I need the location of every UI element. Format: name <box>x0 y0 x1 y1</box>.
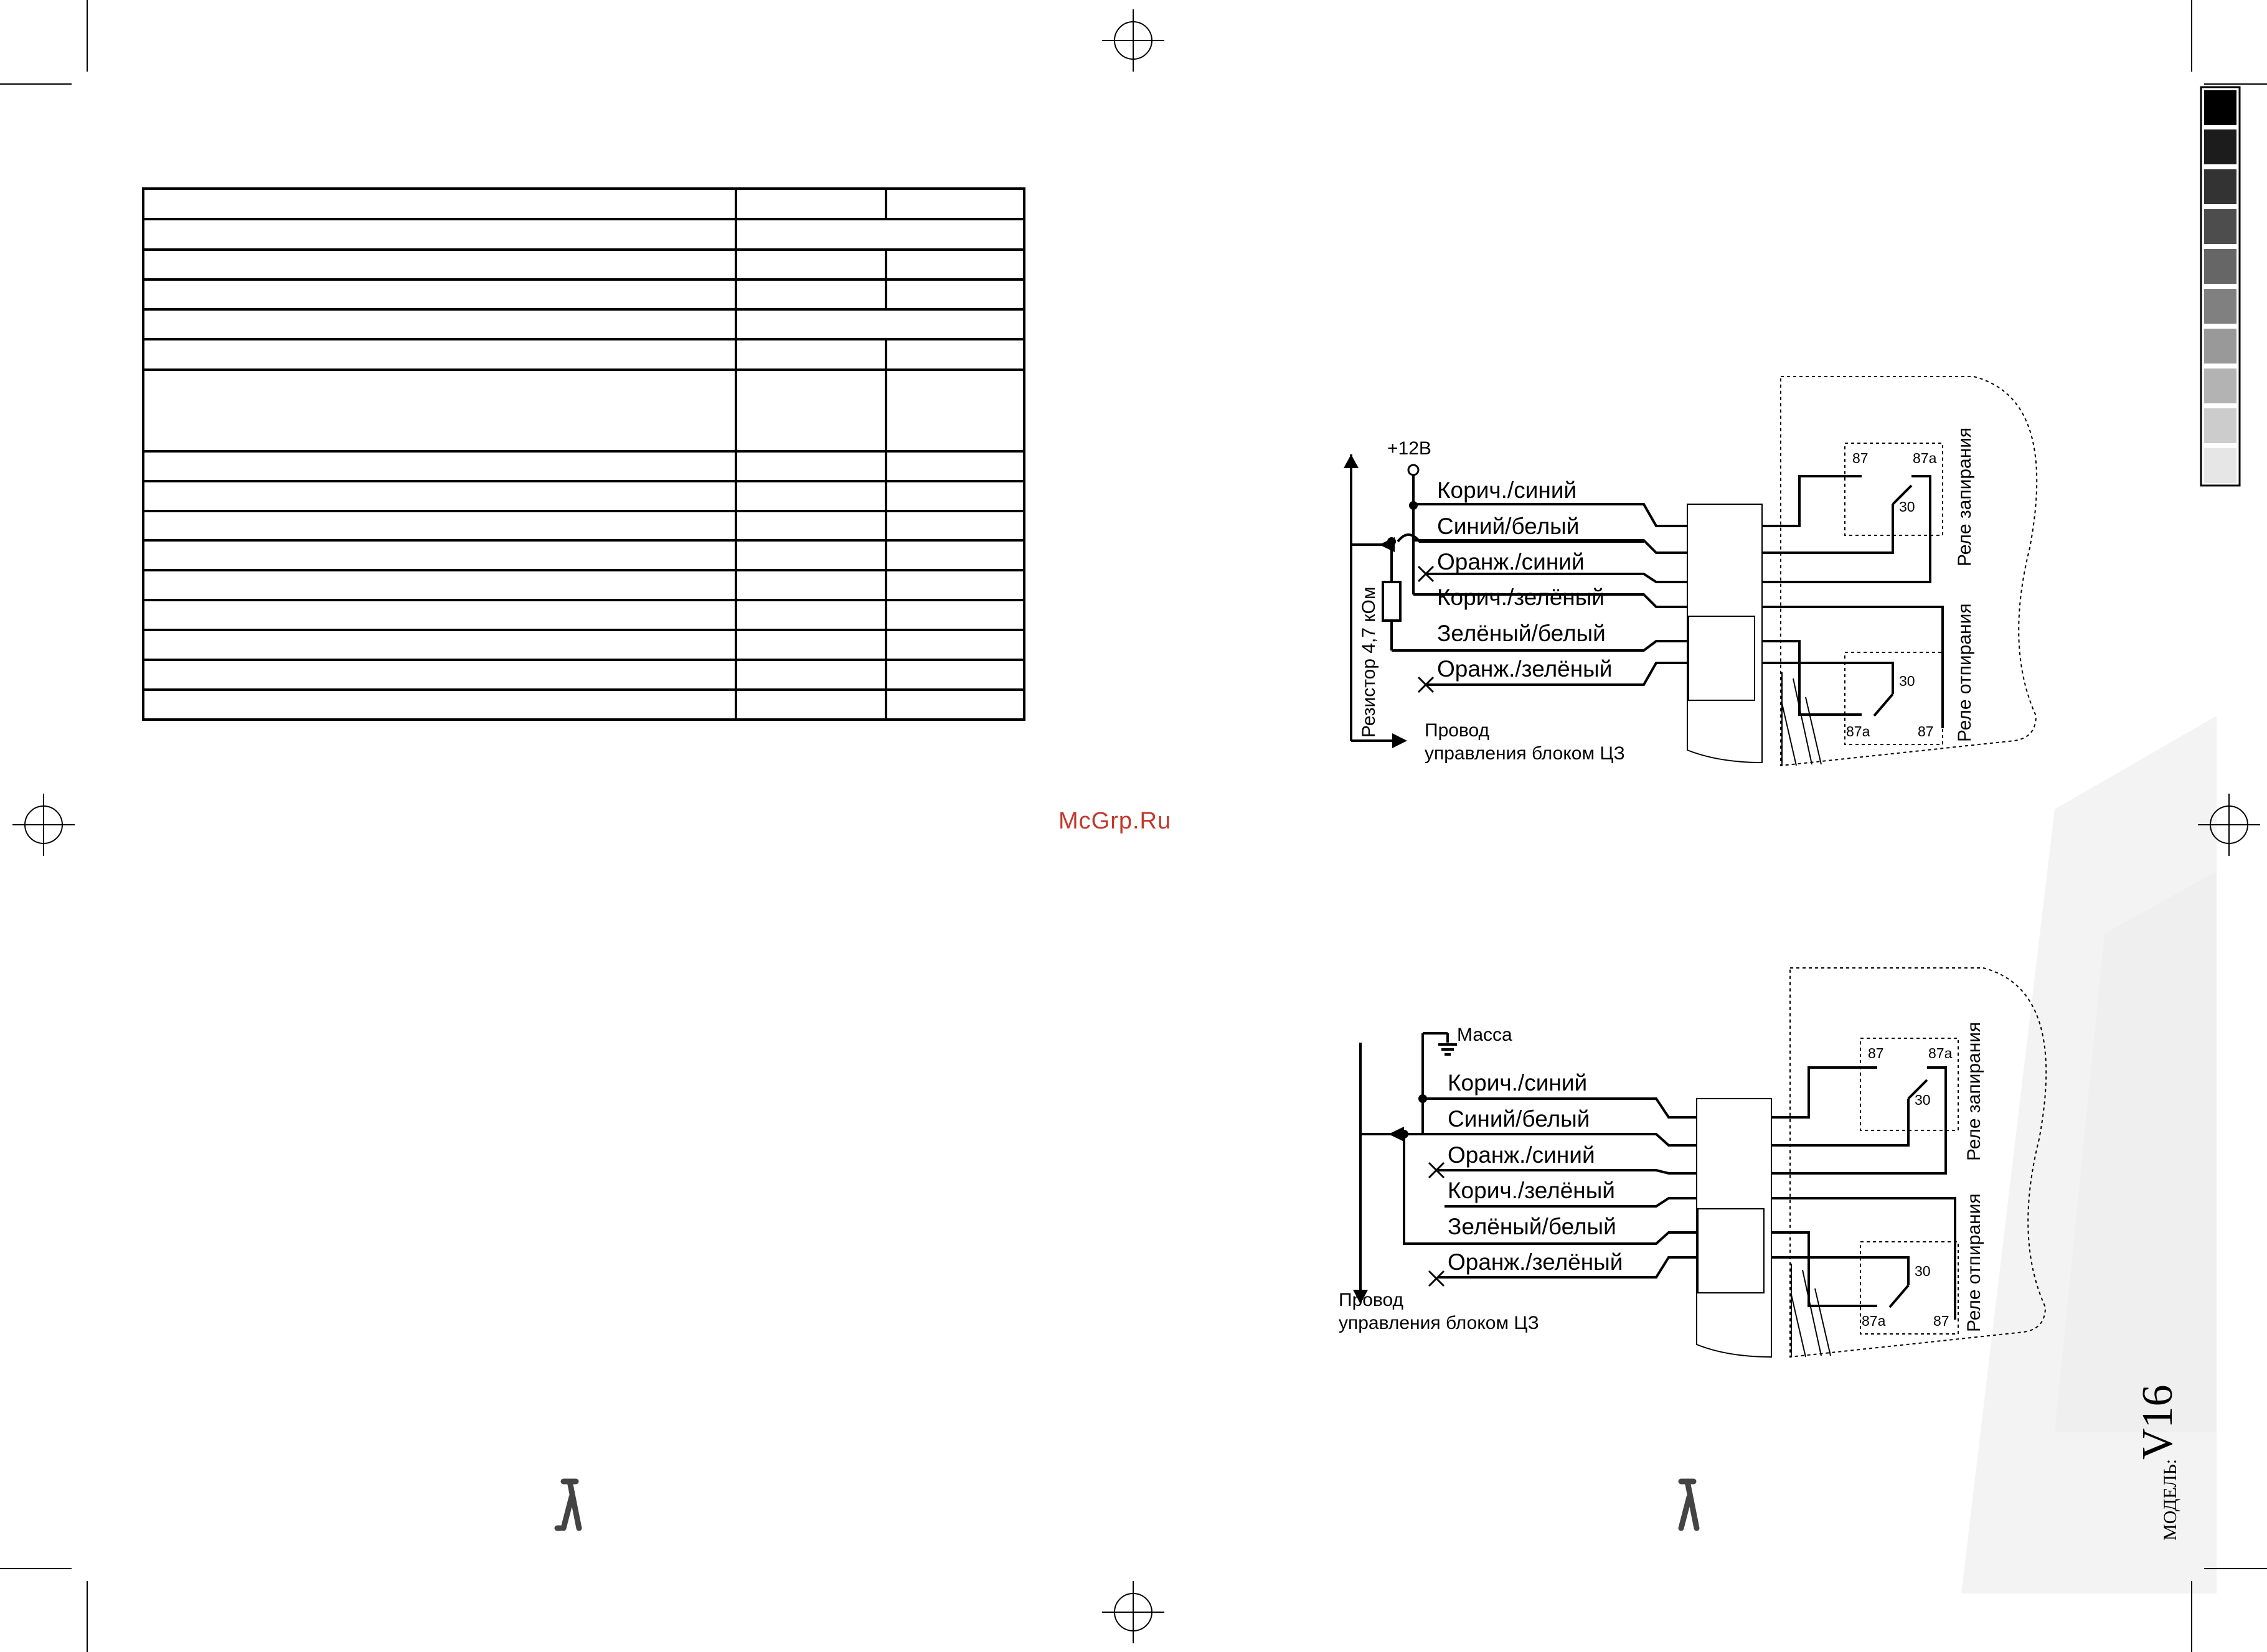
d1-control-label-2: управления блоком ЦЗ <box>1425 743 1625 764</box>
registration-marks <box>12 9 2260 1643</box>
d1-pin-30-top: 30 <box>1899 499 1915 515</box>
d1-wire-1: Корич./синий <box>1437 477 1577 503</box>
d2-pin-87-top: 87 <box>1868 1045 1884 1061</box>
d1-pin-87a-top: 87a <box>1913 450 1937 466</box>
d1-resistor-label: Резистор 4,7 кОм <box>1359 587 1379 738</box>
background-texture <box>1961 716 2217 1593</box>
d2-wire-4: Корич./зелёный <box>1448 1178 1615 1203</box>
wiring-diagram-1: +12В Корич./синий Синий/белый Оранж./син… <box>1344 376 2038 767</box>
d2-control-label-2: управления блоком ЦЗ <box>1339 1313 1539 1333</box>
d2-pin-87a-top: 87a <box>1928 1045 1953 1061</box>
watermark: McGrp.Ru <box>1058 808 1172 834</box>
empty-table <box>142 187 1025 721</box>
d2-pin-87-bottom: 87 <box>1933 1313 1949 1329</box>
d1-wire-3: Оранж./синий <box>1437 549 1585 575</box>
page-logo-left <box>554 1478 582 1531</box>
d1-wire-6: Оранж./зелёный <box>1437 656 1612 682</box>
d2-ground-label: Масса <box>1457 1025 1512 1045</box>
d1-supply-label: +12В <box>1387 438 1431 459</box>
d1-control-label-1: Провод <box>1425 720 1489 741</box>
d2-relay-lock-label: Реле запирания <box>1964 1022 1984 1161</box>
d2-control-label-1: Провод <box>1339 1290 1403 1310</box>
d2-pin-30-top: 30 <box>1915 1092 1931 1108</box>
d2-wire-5: Зелёный/белый <box>1448 1214 1616 1239</box>
d2-wire-1: Корич./синий <box>1448 1070 1587 1096</box>
gray-scale-bar <box>2200 86 2241 487</box>
d2-wire-2: Синий/белый <box>1448 1106 1590 1132</box>
d1-pin-87-top: 87 <box>1852 450 1869 466</box>
d2-wire-3: Оранж./синий <box>1448 1142 1595 1168</box>
d1-relay-lock-label: Реле запирания <box>1954 428 1975 566</box>
page-logo-right <box>1678 1478 1700 1531</box>
d2-relay-unlock-label: Реле отпирания <box>1964 1193 1984 1332</box>
d2-pin-30-bottom: 30 <box>1915 1263 1931 1279</box>
d2-pin-87a-bottom: 87a <box>1862 1313 1886 1329</box>
model-label: МОДЕЛЬ: <box>2160 1459 2180 1541</box>
wiring-diagram-2: Масса Корич./синий Синий/белый Оранж./си… <box>1339 967 2047 1358</box>
d1-pin-87a-bottom: 87a <box>1846 723 1870 739</box>
model-value: V16 <box>2134 1384 2182 1460</box>
d1-relay-unlock-label: Реле отпирания <box>1954 603 1975 742</box>
d2-wire-6: Оранж./зелёный <box>1448 1249 1623 1275</box>
d1-pin-30-bottom: 30 <box>1899 673 1915 689</box>
d1-wire-4: Корич./зелёный <box>1437 584 1605 610</box>
d1-wire-2: Синий/белый <box>1437 514 1579 539</box>
d1-wire-5: Зелёный/белый <box>1437 621 1606 646</box>
d1-pin-87-bottom: 87 <box>1918 723 1934 739</box>
